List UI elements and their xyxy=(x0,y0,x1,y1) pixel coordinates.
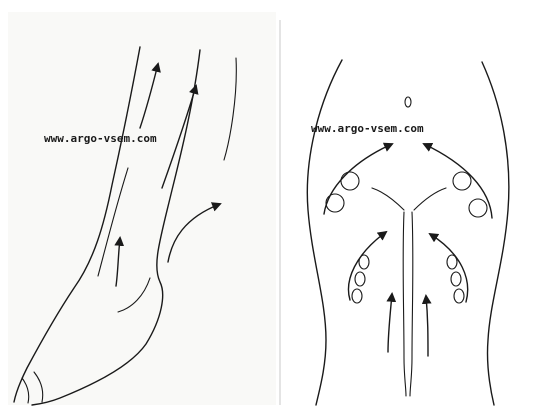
torso-watermark: www.argo-vsem.com xyxy=(311,122,424,135)
torso-panel: www.argo-vsem.com xyxy=(279,20,541,405)
leg-watermark: www.argo-vsem.com xyxy=(44,132,157,145)
torso-panel-divider xyxy=(279,20,281,405)
leg-panel: www.argo-vsem.com xyxy=(8,12,276,405)
